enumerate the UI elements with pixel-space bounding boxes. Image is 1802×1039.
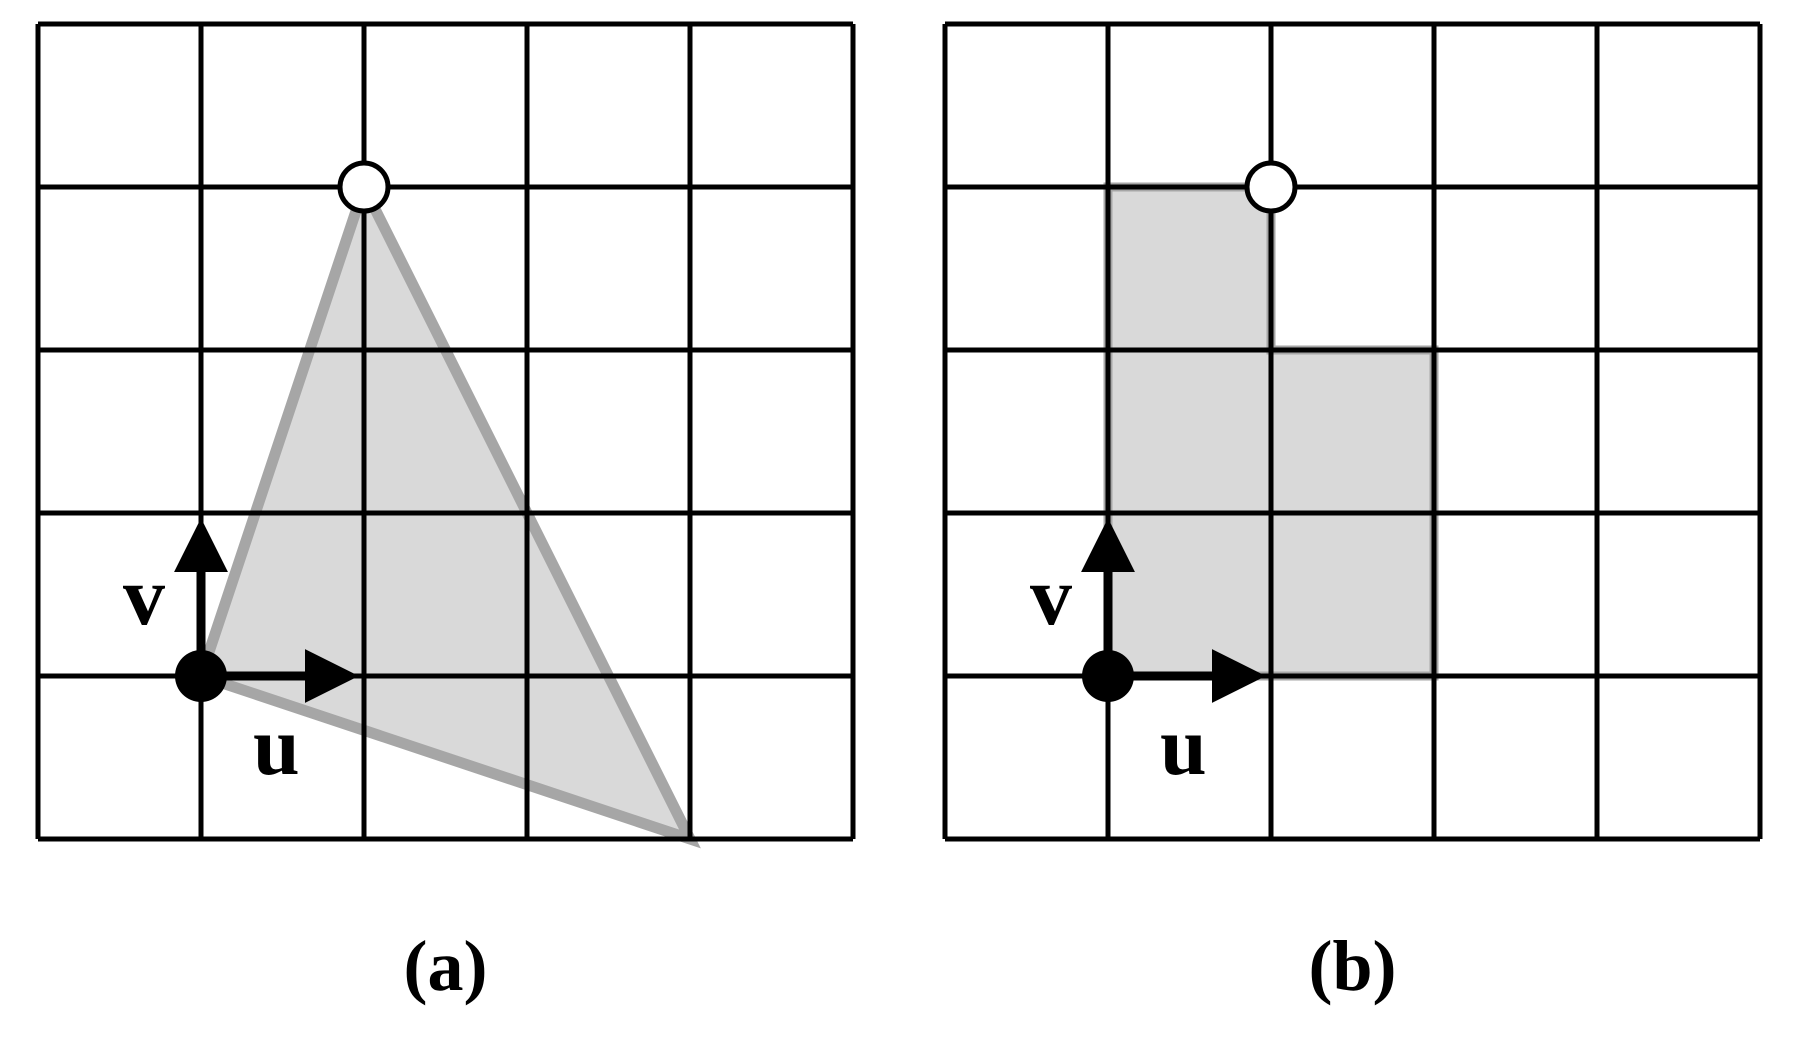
vector-u-label-b: u — [1160, 700, 1207, 793]
origin-point — [175, 650, 227, 702]
caption-a: (a) — [404, 926, 488, 1006]
shaded-cell — [1108, 513, 1271, 676]
basis-vectors-b — [1081, 160, 1298, 703]
basis-vectors-a — [174, 160, 391, 703]
shaded-cell — [1271, 350, 1434, 513]
panel-a: u v (a) — [35, 21, 856, 1006]
shaded-cell — [1108, 350, 1271, 513]
grid-b — [942, 21, 1763, 842]
caption-b: (b) — [1309, 926, 1397, 1006]
vector-u-label-a: u — [253, 700, 300, 793]
open-point — [1244, 160, 1298, 214]
vector-v-label-a: v — [123, 550, 165, 643]
origin-point — [1082, 650, 1134, 702]
vector-v-label-b: v — [1030, 550, 1072, 643]
shaded-cell — [1271, 513, 1434, 676]
shaded-cell — [1108, 187, 1271, 350]
open-point — [337, 160, 391, 214]
grid-a — [35, 21, 856, 842]
panel-b: u v (b) — [942, 21, 1763, 1006]
